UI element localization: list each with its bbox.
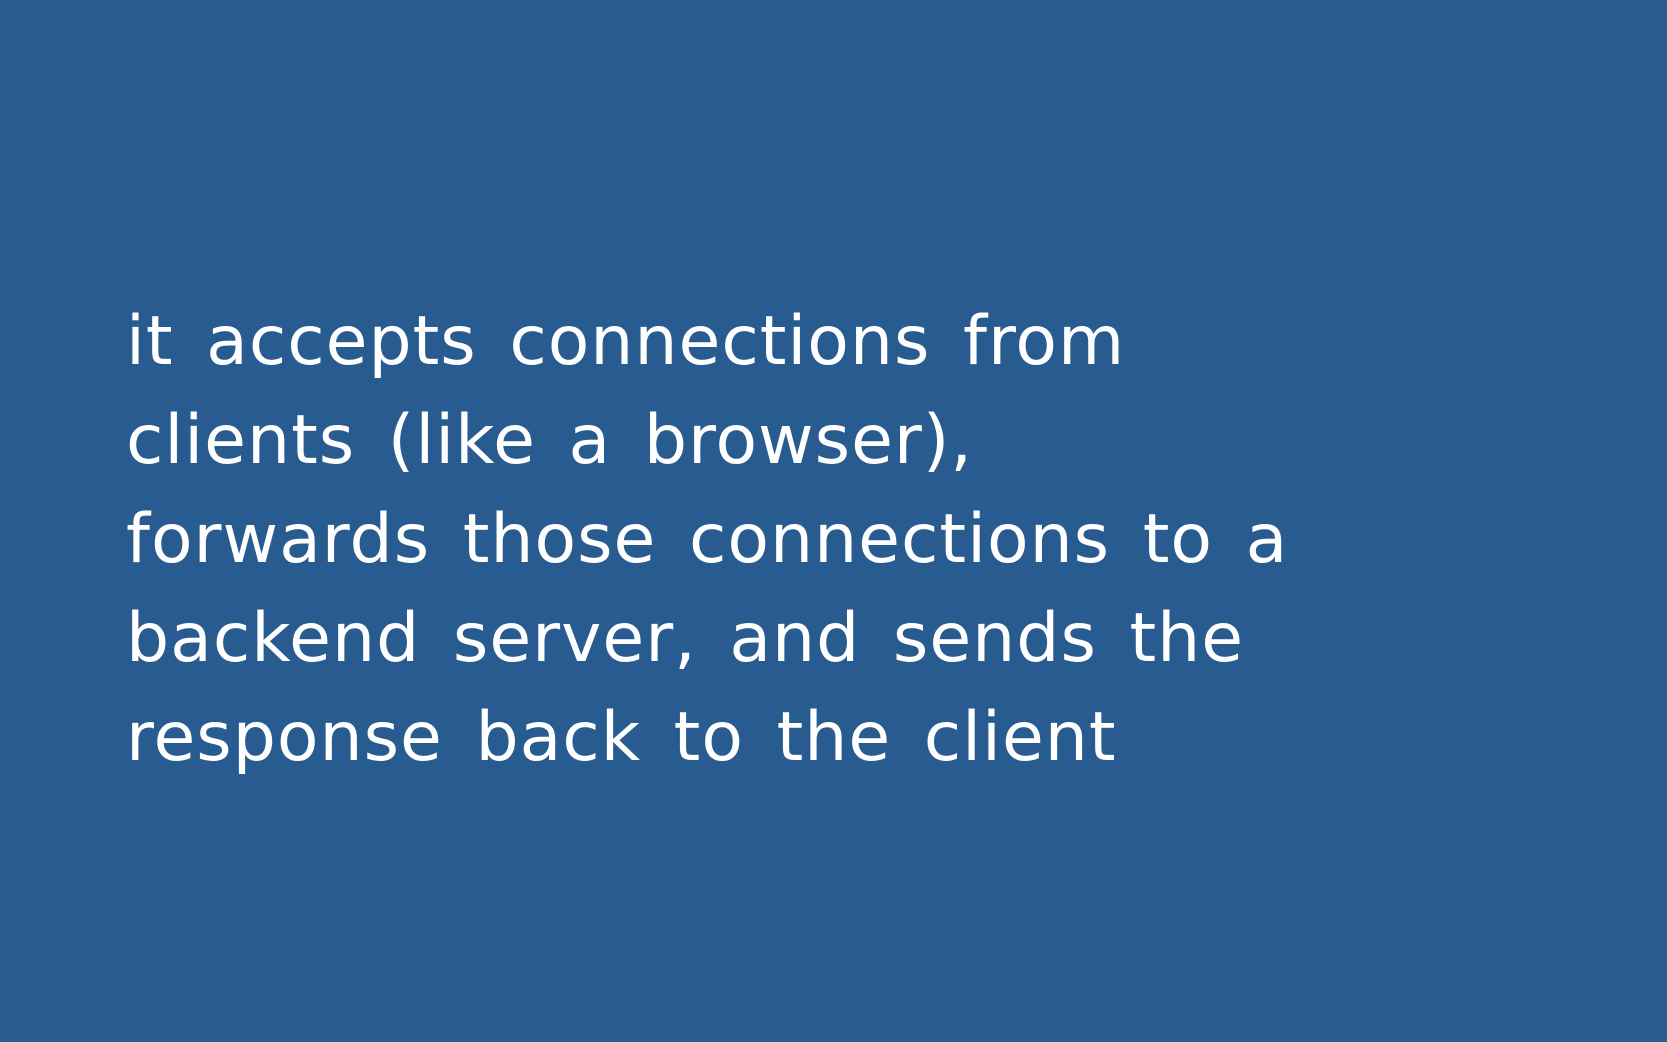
text-line-3: forwards those connections to a xyxy=(126,500,1289,579)
text-line-5: response back to the client xyxy=(126,698,1117,777)
text-line-4: backend server, and sends the xyxy=(126,599,1245,678)
text-line-2: clients (like a browser), xyxy=(126,401,974,480)
slide-text: it accepts connections from clients (lik… xyxy=(126,292,1288,787)
text-line-1: it accepts connections from xyxy=(126,302,1126,381)
